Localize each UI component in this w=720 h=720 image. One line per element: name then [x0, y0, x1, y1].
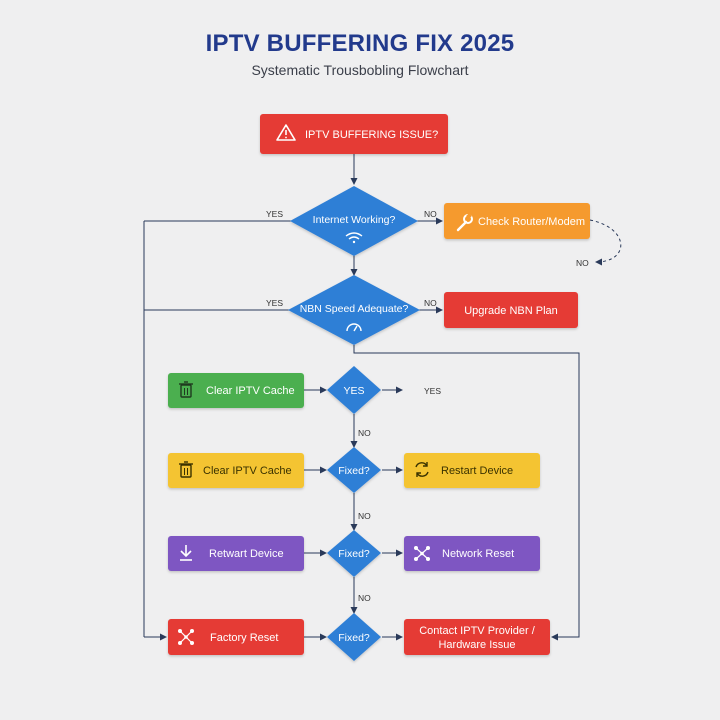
retwart-device-label: Retwart Device: [209, 548, 284, 560]
edge-label-internet-yes: YES: [266, 209, 283, 219]
page-title: IPTV BUFFERING FIX 2025: [205, 30, 515, 57]
fixed-decision-1-label: Fixed?: [338, 465, 370, 477]
edge-label-yes-right: YES: [424, 386, 441, 396]
wifi-icon: [345, 232, 363, 244]
check-router-node[interactable]: Check Router/Modem: [444, 203, 590, 239]
clear-cache-green-label: Clear IPTV Cache: [206, 385, 295, 397]
retwart-device-node[interactable]: Retwart Device: [168, 536, 304, 571]
contact-provider-label-line1: Contact IPTV Provider /: [419, 625, 535, 637]
check-router-label: Check Router/Modem: [478, 216, 585, 228]
edge-label-nbn-no: NO: [424, 298, 437, 308]
clear-cache-yellow-node[interactable]: Clear IPTV Cache: [168, 453, 304, 488]
network-reset-label: Network Reset: [442, 548, 514, 560]
yes-decision-label: YES: [343, 385, 364, 397]
download-icon: [180, 545, 192, 561]
contact-provider-node[interactable]: Contact IPTV Provider / Hardware Issue: [404, 619, 550, 655]
connectors: [143, 154, 622, 641]
edge-label-internet-no: NO: [424, 209, 437, 219]
warning-icon: [276, 124, 296, 141]
fixed-decision-1[interactable]: Fixed?: [327, 447, 381, 493]
nbn-speed-label: NBN Speed Adequate?: [300, 303, 409, 315]
fixed-decision-2[interactable]: Fixed?: [327, 530, 381, 577]
start-node-label: IPTV BUFFERING ISSUE?: [305, 129, 438, 141]
network-icon: [414, 546, 430, 561]
fixed-decision-3[interactable]: Fixed?: [327, 613, 381, 661]
nbn-speed-decision[interactable]: NBN Speed Adequate?: [288, 275, 420, 345]
network-reset-node[interactable]: Network Reset: [404, 536, 540, 571]
internet-decision-label: Internet Working?: [313, 214, 396, 226]
clear-cache-yellow-label: Clear IPTV Cache: [203, 465, 292, 477]
edge-label-no-1: NO: [358, 428, 371, 438]
upgrade-nbn-label: Upgrade NBN Plan: [464, 305, 558, 317]
network-icon: [178, 629, 194, 645]
yes-decision[interactable]: YES: [327, 366, 381, 414]
edge-label-no-2: NO: [358, 511, 371, 521]
factory-reset-node[interactable]: Factory Reset: [168, 619, 304, 655]
refresh-icon: [415, 462, 429, 477]
restart-device-node[interactable]: Restart Device: [404, 453, 540, 488]
edge-label-no-3: NO: [358, 593, 371, 603]
edge-label-nbn-yes: YES: [266, 298, 283, 308]
wrench-icon: [456, 213, 473, 232]
contact-provider-label-line2: Hardware Issue: [438, 639, 515, 651]
start-node[interactable]: IPTV BUFFERING ISSUE?: [260, 114, 448, 154]
fixed-decision-2-label: Fixed?: [338, 548, 370, 560]
speedometer-icon: [346, 323, 362, 332]
clear-cache-green-node[interactable]: Clear IPTV Cache: [168, 373, 304, 408]
fixed-decision-3-label: Fixed?: [338, 632, 370, 644]
restart-device-label: Restart Device: [441, 465, 513, 477]
upgrade-nbn-node[interactable]: Upgrade NBN Plan: [444, 292, 578, 328]
page-subtitle: Systematic Trousbobling Flowchart: [251, 62, 469, 78]
trash-icon: [179, 461, 193, 478]
trash-icon: [179, 381, 193, 398]
internet-decision[interactable]: Internet Working?: [290, 186, 418, 256]
edge-label-router-loop-no: NO: [576, 258, 589, 268]
factory-reset-label: Factory Reset: [210, 632, 278, 644]
